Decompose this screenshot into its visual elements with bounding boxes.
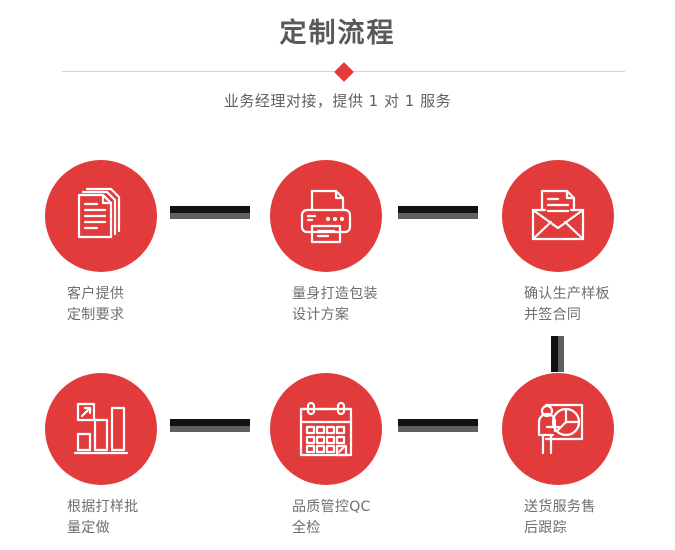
connector-step5-step6 [398, 419, 478, 432]
step-5-icon-circle [270, 373, 382, 485]
step-1-icon-circle [45, 160, 157, 272]
presenter-pie-chart-icon [526, 397, 590, 461]
connector-shadow [398, 426, 478, 432]
connector-bar [551, 336, 558, 372]
printer-icon [294, 184, 358, 248]
step-6-label: 送货服务售 后跟踪 [524, 499, 596, 536]
divider [62, 62, 625, 82]
page-title: 定制流程 [279, 18, 396, 49]
documents-icon [69, 184, 133, 248]
connector-shadow [398, 213, 478, 219]
connector-bar [170, 206, 250, 213]
connector-shadow [170, 213, 250, 219]
step-2-label: 量身打造包装 设计方案 [292, 286, 378, 323]
step-4-label: 根据打样批 量定做 [67, 499, 139, 536]
connector-step3-step6 [551, 336, 564, 372]
connector-step4-step5 [170, 419, 250, 432]
bar-chart-growth-icon [70, 398, 132, 460]
connector-shadow [558, 336, 564, 372]
connector-step1-step2 [170, 206, 250, 219]
step-6-icon-circle [502, 373, 614, 485]
step-3-label: 确认生产样板 并签合同 [524, 286, 610, 323]
step-5-label: 品质管控QC 全检 [292, 499, 371, 536]
step-2-icon-circle [270, 160, 382, 272]
envelope-letter-icon [525, 183, 591, 249]
connector-shadow [170, 426, 250, 432]
page-subtitle: 业务经理对接，提供 1 对 1 服务 [223, 92, 452, 110]
step-4-icon-circle [45, 373, 157, 485]
connector-bar [398, 206, 478, 213]
connector-bar [170, 419, 250, 426]
connector-step2-step3 [398, 206, 478, 219]
connector-bar [398, 419, 478, 426]
header: 定制流程 业务经理对接，提供 1 对 1 服务 [0, 0, 675, 125]
step-1-label: 客户提供 定制要求 [67, 286, 125, 323]
calendar-check-icon [294, 397, 358, 461]
step-3-icon-circle [502, 160, 614, 272]
